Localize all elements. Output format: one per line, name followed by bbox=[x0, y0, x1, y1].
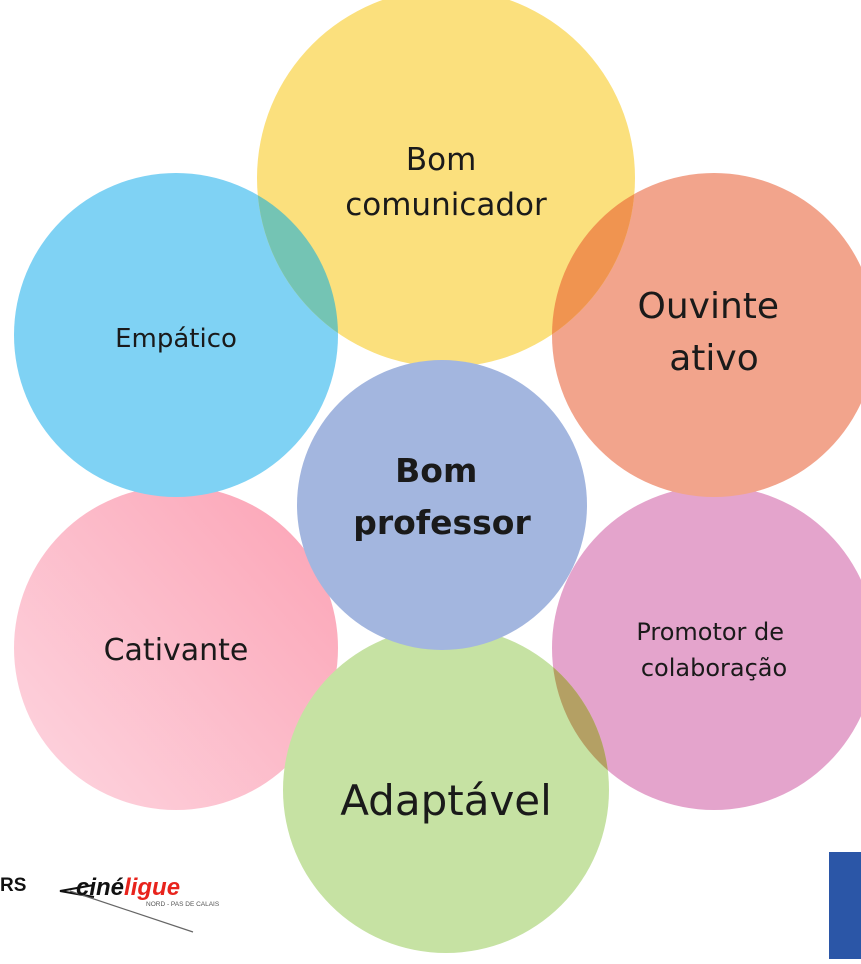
corner-blue-block bbox=[829, 852, 861, 959]
petal-label-cativante: Cativante bbox=[104, 633, 249, 668]
petal-label-ouvinte: Ouvinte ativo bbox=[638, 286, 791, 379]
petal-circle-empatico bbox=[14, 173, 338, 497]
cineligue-subtitle: NORD - PAS DE CALAIS bbox=[146, 901, 220, 908]
petal-circle-comunicador bbox=[257, 0, 635, 367]
cineligue-swoosh bbox=[69, 890, 194, 933]
petal-label-empatico: Empático bbox=[115, 324, 237, 354]
cineligue-wordmark: cinéligue bbox=[76, 874, 180, 901]
petal-circle-adaptavel bbox=[283, 627, 609, 953]
petal-circle-ouvinte bbox=[552, 173, 861, 497]
logo-fragment-text: RS bbox=[0, 875, 26, 896]
cineligue-logo: cinéligue NORD - PAS DE CALAIS bbox=[59, 874, 220, 933]
center-circle bbox=[297, 360, 587, 650]
petal-label-comunicador: Bom comunicador bbox=[345, 142, 547, 223]
center-label: Bom professor bbox=[353, 451, 531, 542]
petal-label-adaptavel: Adaptável bbox=[340, 776, 552, 825]
petal-label-promotor: Promotor de colaboração bbox=[636, 618, 791, 682]
petal-circle-cativante bbox=[14, 486, 338, 810]
petal-circle-promotor bbox=[552, 486, 861, 810]
partner-logos: RS cinéligue NORD - PAS DE CALAIS bbox=[0, 874, 220, 933]
